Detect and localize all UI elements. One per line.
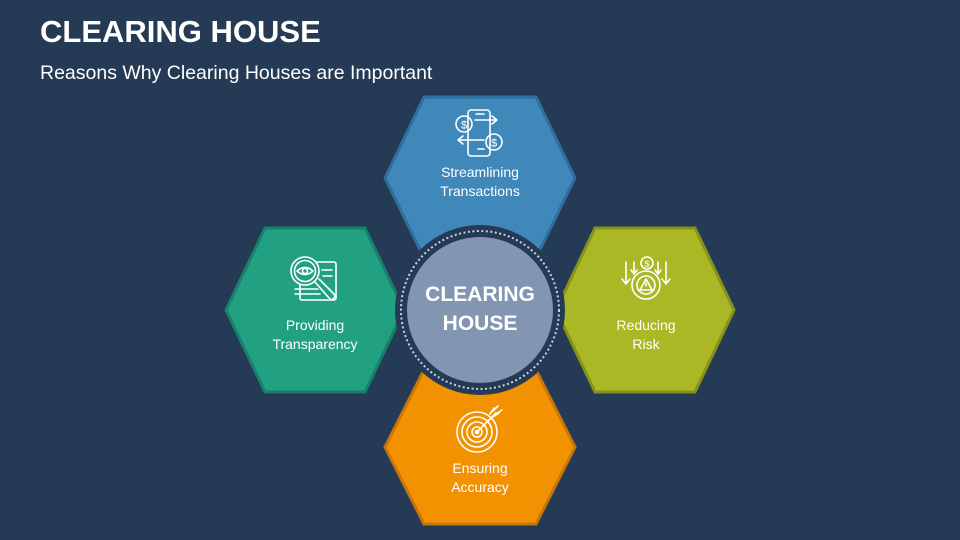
money-transfer-phone-icon: $ $	[455, 109, 503, 157]
item-label-line1: Reducing	[616, 317, 676, 333]
center-label-line2: HOUSE	[442, 312, 518, 335]
svg-text:$: $	[461, 120, 467, 132]
item-providing-transparency: Providing Transparency	[230, 316, 400, 354]
item-label-line2: Transactions	[440, 183, 520, 199]
item-label-line2: Transparency	[272, 336, 358, 352]
item-ensuring-accuracy: Ensuring Accuracy	[395, 459, 565, 497]
hexagon-reducing-risk	[554, 226, 736, 394]
svg-text:$: $	[491, 138, 497, 150]
item-label-line2: Accuracy	[451, 479, 509, 495]
item-label-line1: Ensuring	[452, 460, 508, 476]
item-label-line1: Providing	[285, 317, 345, 333]
gear-warning-dollar-icon: $	[621, 256, 671, 300]
item-label-line1: Streamlining	[441, 164, 519, 180]
svg-text:$: $	[644, 259, 650, 270]
page-subtitle: Reasons Why Clearing Houses are Importan…	[40, 62, 433, 84]
item-streamlining-transactions: Streamlining Transactions	[395, 163, 565, 201]
magnifier-eye-document-icon	[290, 256, 337, 301]
center-circle	[407, 237, 553, 383]
center-dotted-ring	[400, 230, 560, 390]
target-arrow-icon	[456, 405, 503, 453]
hexagon-providing-transparency	[224, 226, 406, 394]
item-reducing-risk: Reducing Risk	[561, 316, 731, 354]
center-label: CLEARING HOUSE	[400, 280, 560, 338]
center-label-line1: CLEARING	[425, 283, 535, 306]
page-title: CLEARING HOUSE	[40, 14, 321, 49]
item-label-line2: Risk	[632, 336, 660, 352]
